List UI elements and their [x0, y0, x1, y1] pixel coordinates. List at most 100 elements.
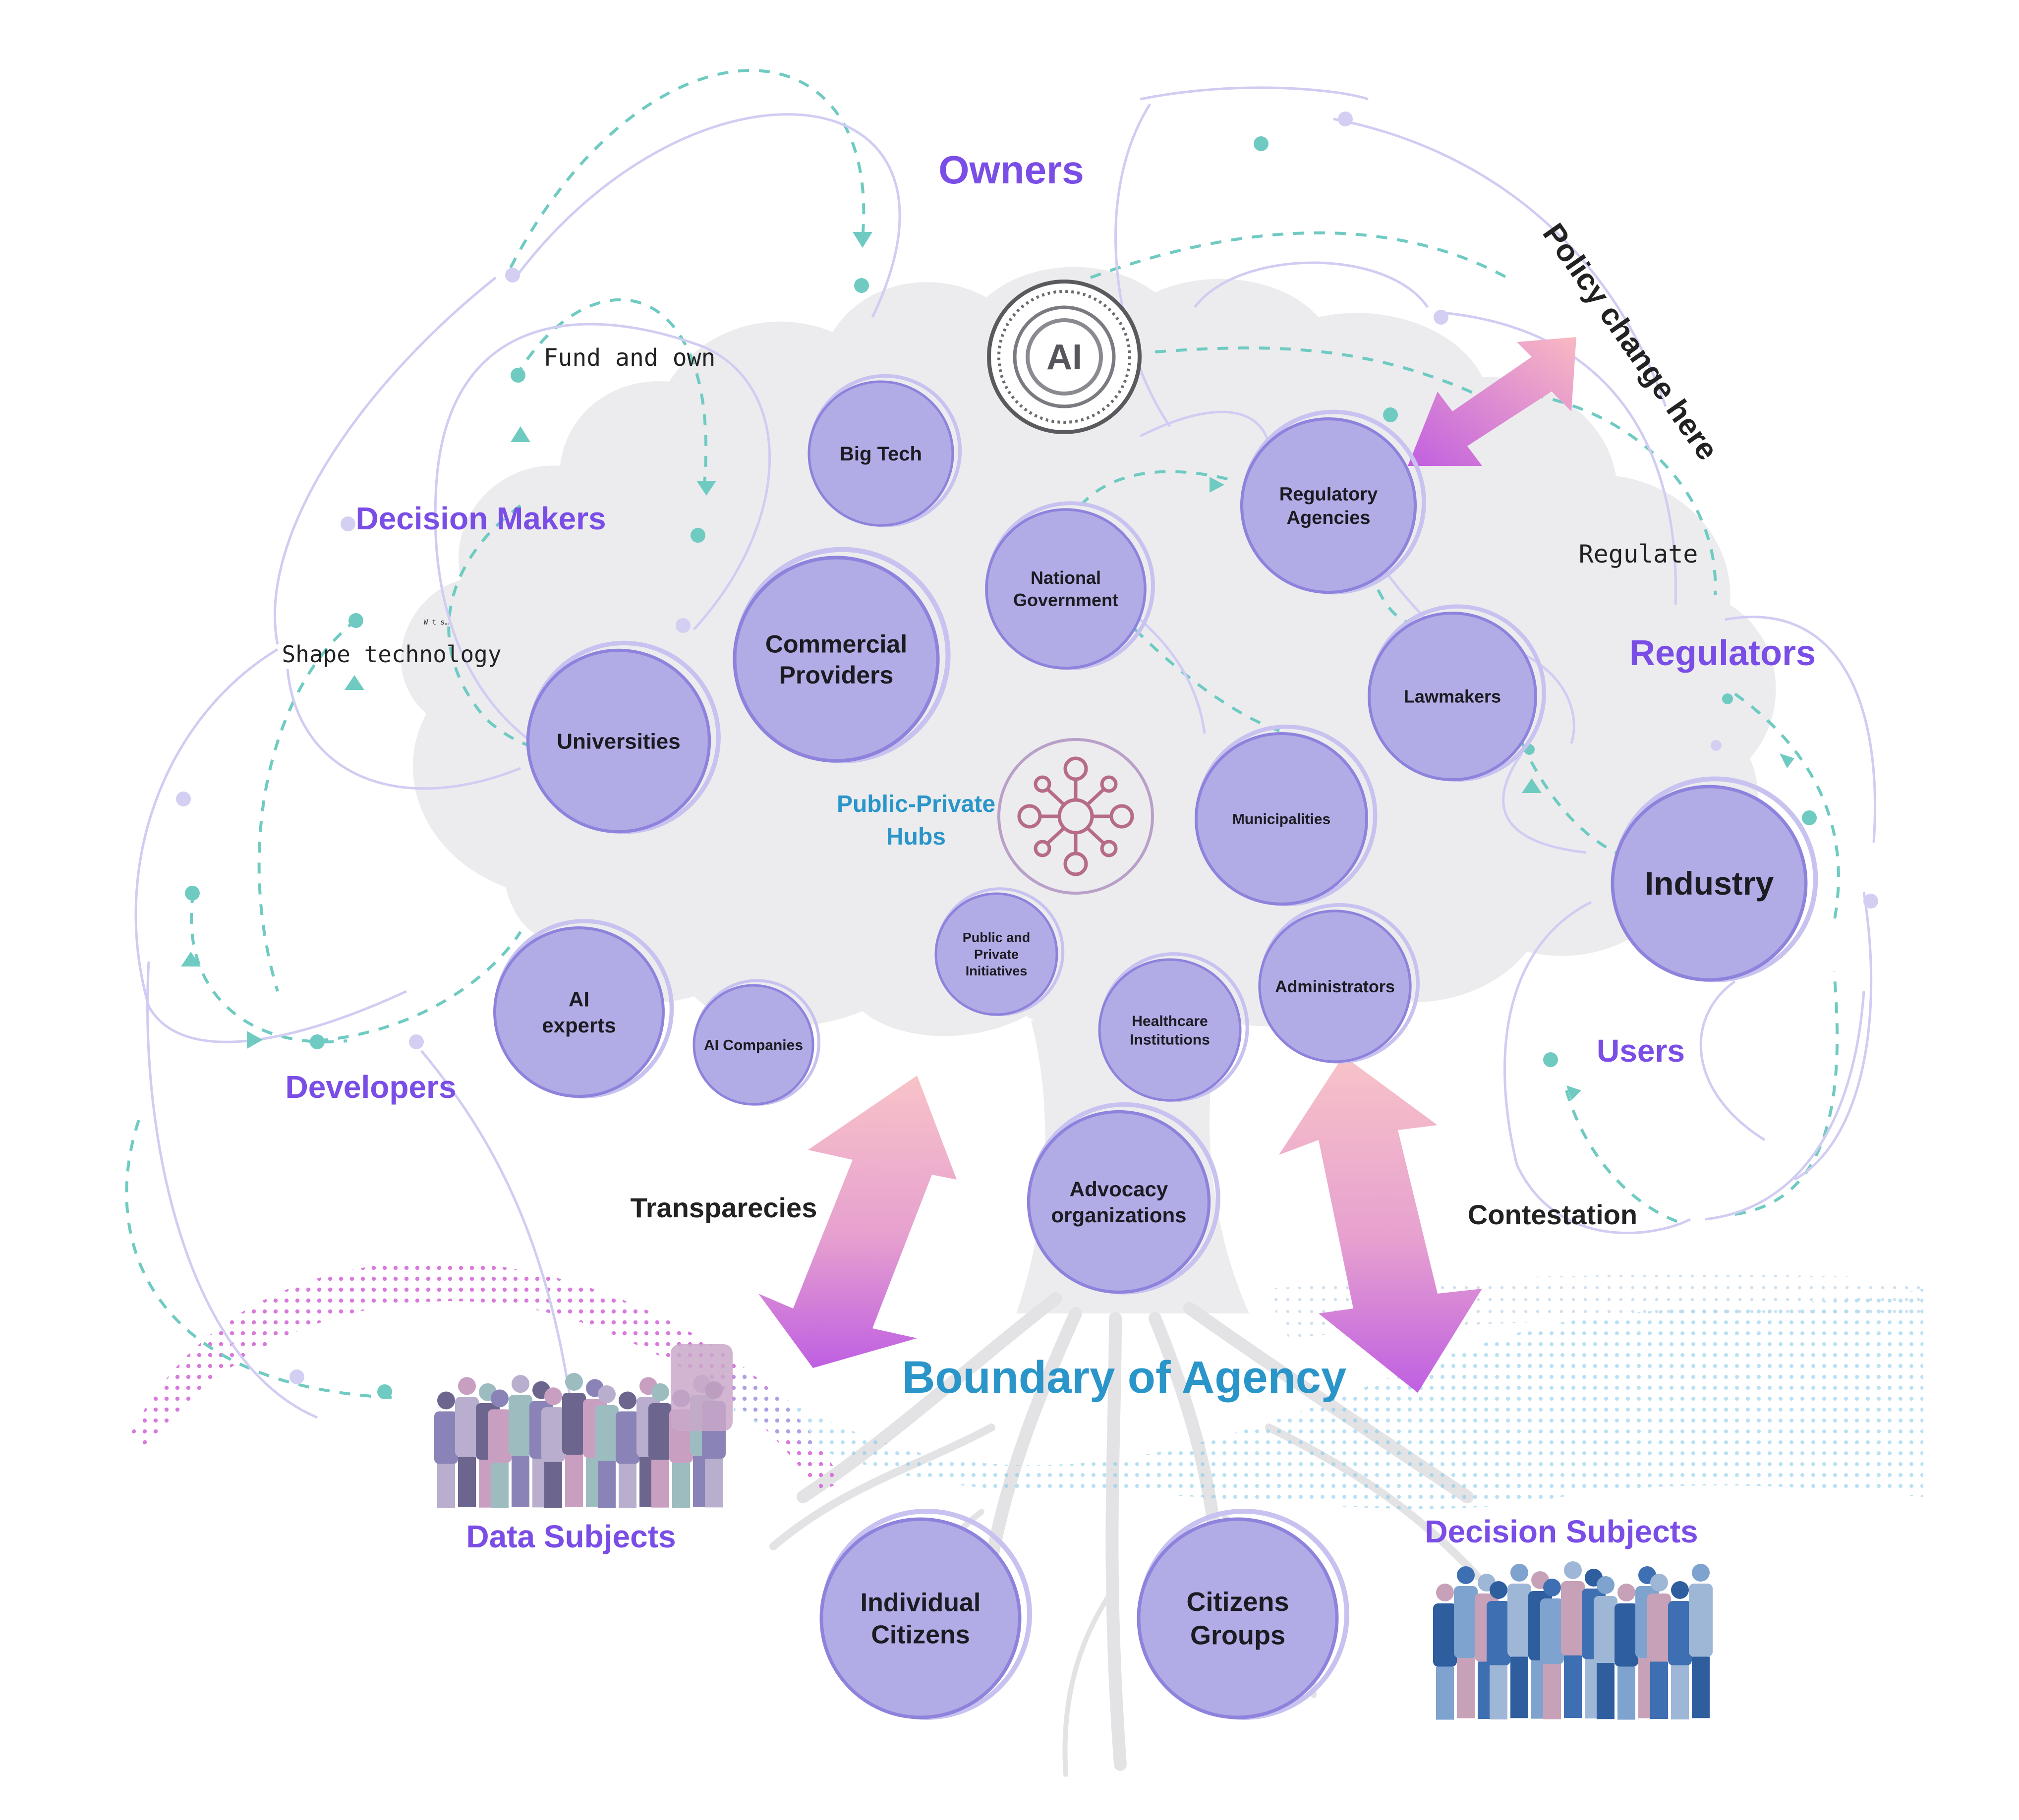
contestation-arrow: [1279, 1056, 1482, 1393]
transparencies-arrow: [758, 1076, 957, 1368]
node-ai-experts: AI experts: [493, 919, 674, 1099]
node-circle: [808, 380, 954, 527]
node-circle: [493, 926, 665, 1098]
node-label: Providers: [779, 661, 894, 689]
person-figure: [455, 1377, 479, 1507]
person-figure: [1454, 1566, 1478, 1718]
person-figure: [1540, 1579, 1564, 1719]
node-label: Advocacy: [1070, 1177, 1168, 1200]
node-circle: [1240, 417, 1417, 594]
node-label: Citizens: [871, 1621, 970, 1649]
person-figure: [541, 1387, 565, 1508]
ai-badge: AI: [987, 280, 1142, 434]
person-figure: [434, 1391, 458, 1508]
node-circle: [934, 892, 1058, 1016]
node-label: experts: [542, 1014, 616, 1037]
node-label: Administrators: [1275, 977, 1395, 996]
public-private-hubs-label-line1: Public-Private: [837, 791, 995, 817]
node-circle: [1194, 732, 1369, 906]
owners-label: Owners: [938, 148, 1084, 192]
node-label: Healthcare: [1132, 1013, 1208, 1029]
node-circle: [1368, 612, 1537, 781]
node-label: Lawmakers: [1404, 686, 1501, 707]
node-label: National: [1031, 568, 1101, 588]
node-label: Public and: [963, 930, 1031, 945]
person-figure: [1594, 1576, 1617, 1719]
hub-network-icon: [997, 738, 1154, 895]
person-figure: [1668, 1581, 1692, 1720]
person-figure: [648, 1383, 672, 1508]
node-label: Groups: [1190, 1621, 1285, 1650]
node-label: Agencies: [1287, 508, 1371, 528]
node-ai-companies: AI Companies: [692, 979, 820, 1106]
node-label: Initiatives: [966, 964, 1028, 978]
node-circle: [1137, 1517, 1339, 1719]
node-label: Private: [974, 947, 1019, 962]
boundary-of-agency-label: Boundary of Agency: [902, 1352, 1346, 1403]
person-figure: [1487, 1581, 1510, 1720]
public-private-hubs-label-line2: Hubs: [886, 824, 946, 850]
fund-and-own-label: Fund and own: [544, 344, 716, 372]
regulators-label: Regulators: [1629, 633, 1816, 673]
node-label: Government: [1013, 590, 1118, 610]
node-administrators: Administrators: [1258, 903, 1420, 1064]
node-circle: [1611, 785, 1808, 982]
node-label: Industry: [1645, 865, 1774, 902]
node-circle: [985, 508, 1147, 670]
node-label: Municipalities: [1232, 811, 1330, 828]
ai-badge-label: AI: [1046, 338, 1082, 377]
contestation-label: Contestation: [1468, 1199, 1637, 1230]
node-label: Institutions: [1130, 1031, 1210, 1048]
person-figure: [1615, 1584, 1638, 1720]
node-circle: [733, 556, 940, 763]
decision-subjects-label: Decision Subjects: [1425, 1514, 1698, 1549]
node-label: Big Tech: [840, 443, 922, 465]
people-placard: [671, 1344, 733, 1431]
node-circle: [1258, 910, 1412, 1063]
node-universities: Universities: [526, 640, 721, 834]
node-circle: [1027, 1110, 1211, 1294]
node-label: Individual: [861, 1589, 981, 1617]
node-industry: Industry: [1611, 776, 1818, 982]
person-figure: [562, 1373, 586, 1507]
users-label: Users: [1597, 1033, 1685, 1069]
node-label: Regulatory: [1279, 484, 1378, 505]
developers-label: Developers: [285, 1069, 456, 1105]
node-circle: [1098, 958, 1242, 1102]
node-circle: [819, 1517, 1022, 1719]
node-label: Commercial: [765, 630, 907, 658]
node-label: AI: [569, 987, 589, 1011]
regulate-label: Regulate: [1579, 540, 1698, 569]
node-label: Universities: [557, 729, 680, 753]
category-labels: Owners Decision Makers Regulators Develo…: [285, 148, 1816, 1554]
decision-makers-label: Decision Makers: [355, 501, 606, 536]
person-figure: [509, 1375, 532, 1507]
person-figure: [1561, 1561, 1585, 1718]
node-circle: [692, 984, 814, 1106]
person-figure: [1647, 1574, 1671, 1719]
person-figure: [595, 1385, 619, 1508]
shape-technology-label: Shape technology: [282, 641, 501, 668]
person-figure: [1507, 1564, 1531, 1718]
node-label: AI Companies: [704, 1037, 803, 1054]
small-note-label: W t s…: [424, 619, 449, 626]
person-figure: [1689, 1564, 1713, 1718]
node-municipalities: Municipalities: [1194, 724, 1378, 907]
person-figure: [488, 1389, 512, 1508]
node-advocacy-organizations: Advocacy organizations: [1027, 1102, 1220, 1295]
node-circle: [526, 648, 711, 834]
double-arrows: [758, 337, 1576, 1393]
data-subjects-label: Data Subjects: [466, 1519, 676, 1554]
node-label: organizations: [1051, 1203, 1186, 1227]
policy-change-arrow: [1408, 337, 1576, 466]
node-lawmakers: Lawmakers: [1368, 604, 1547, 782]
